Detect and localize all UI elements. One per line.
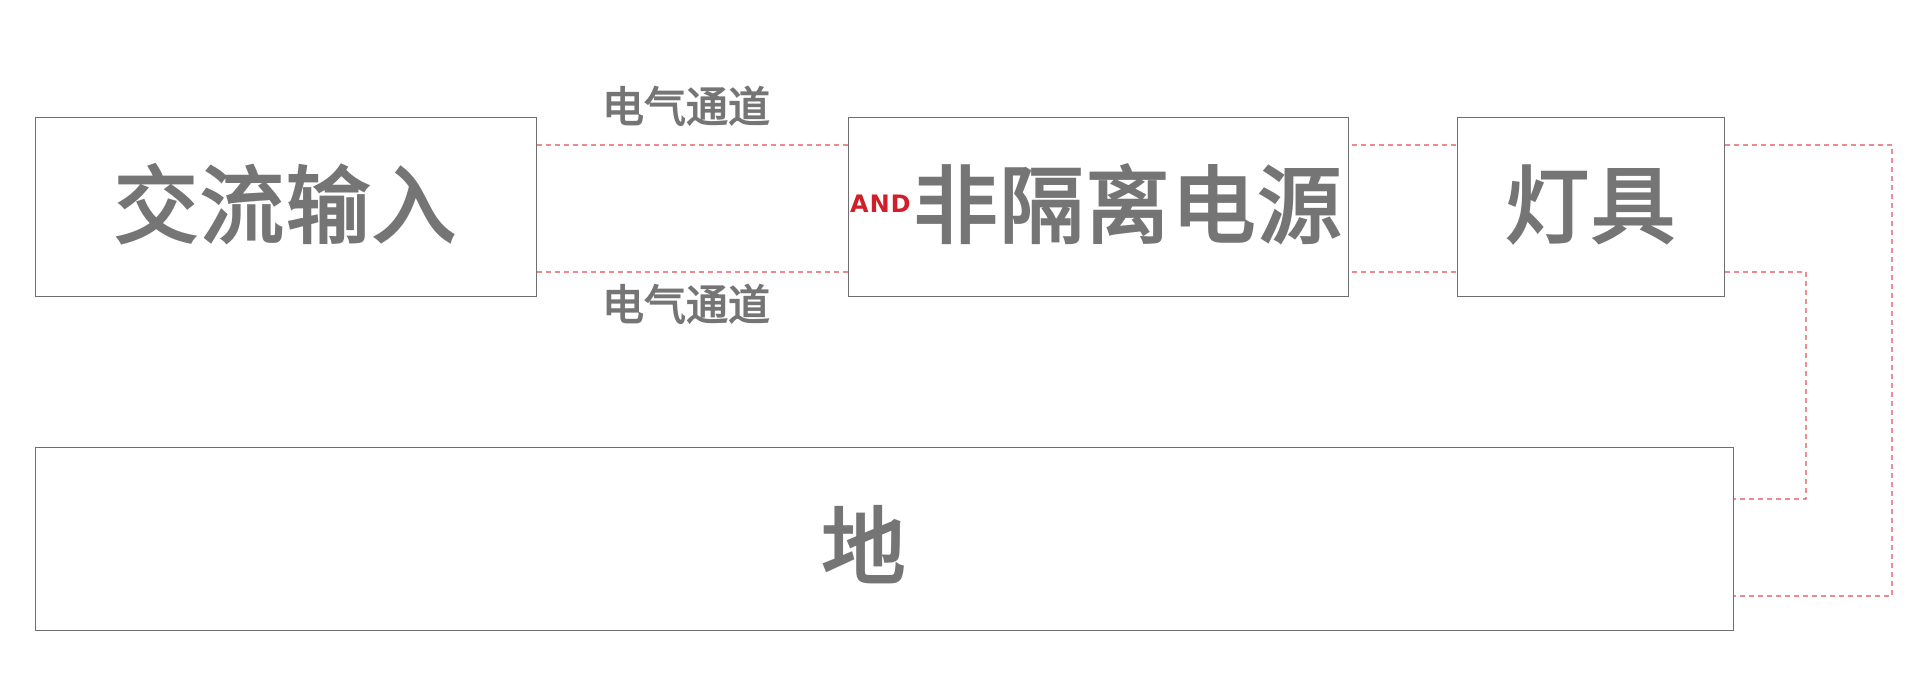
ac-input-label: 交流输入 bbox=[113, 158, 458, 256]
ac-input-block: 交流输入 bbox=[35, 117, 537, 297]
wire-lamp-bottom-to-ground bbox=[1725, 271, 1807, 500]
wire-lamp-top-to-ground bbox=[1725, 144, 1893, 597]
lamp-block: 灯具 bbox=[1457, 117, 1725, 297]
and-gate-label: AND bbox=[850, 190, 912, 218]
lamp-label: 灯具 bbox=[1504, 158, 1677, 256]
power-supply-label: 非隔离电源 bbox=[913, 158, 1344, 256]
channel-label-bottom: 电气通道 bbox=[602, 281, 771, 330]
power-supply-block: 非隔离电源 bbox=[848, 117, 1349, 297]
channel-label-top: 电气通道 bbox=[602, 83, 771, 132]
ground-label: 地 bbox=[821, 499, 908, 597]
ground-block: 地 bbox=[35, 447, 1734, 631]
